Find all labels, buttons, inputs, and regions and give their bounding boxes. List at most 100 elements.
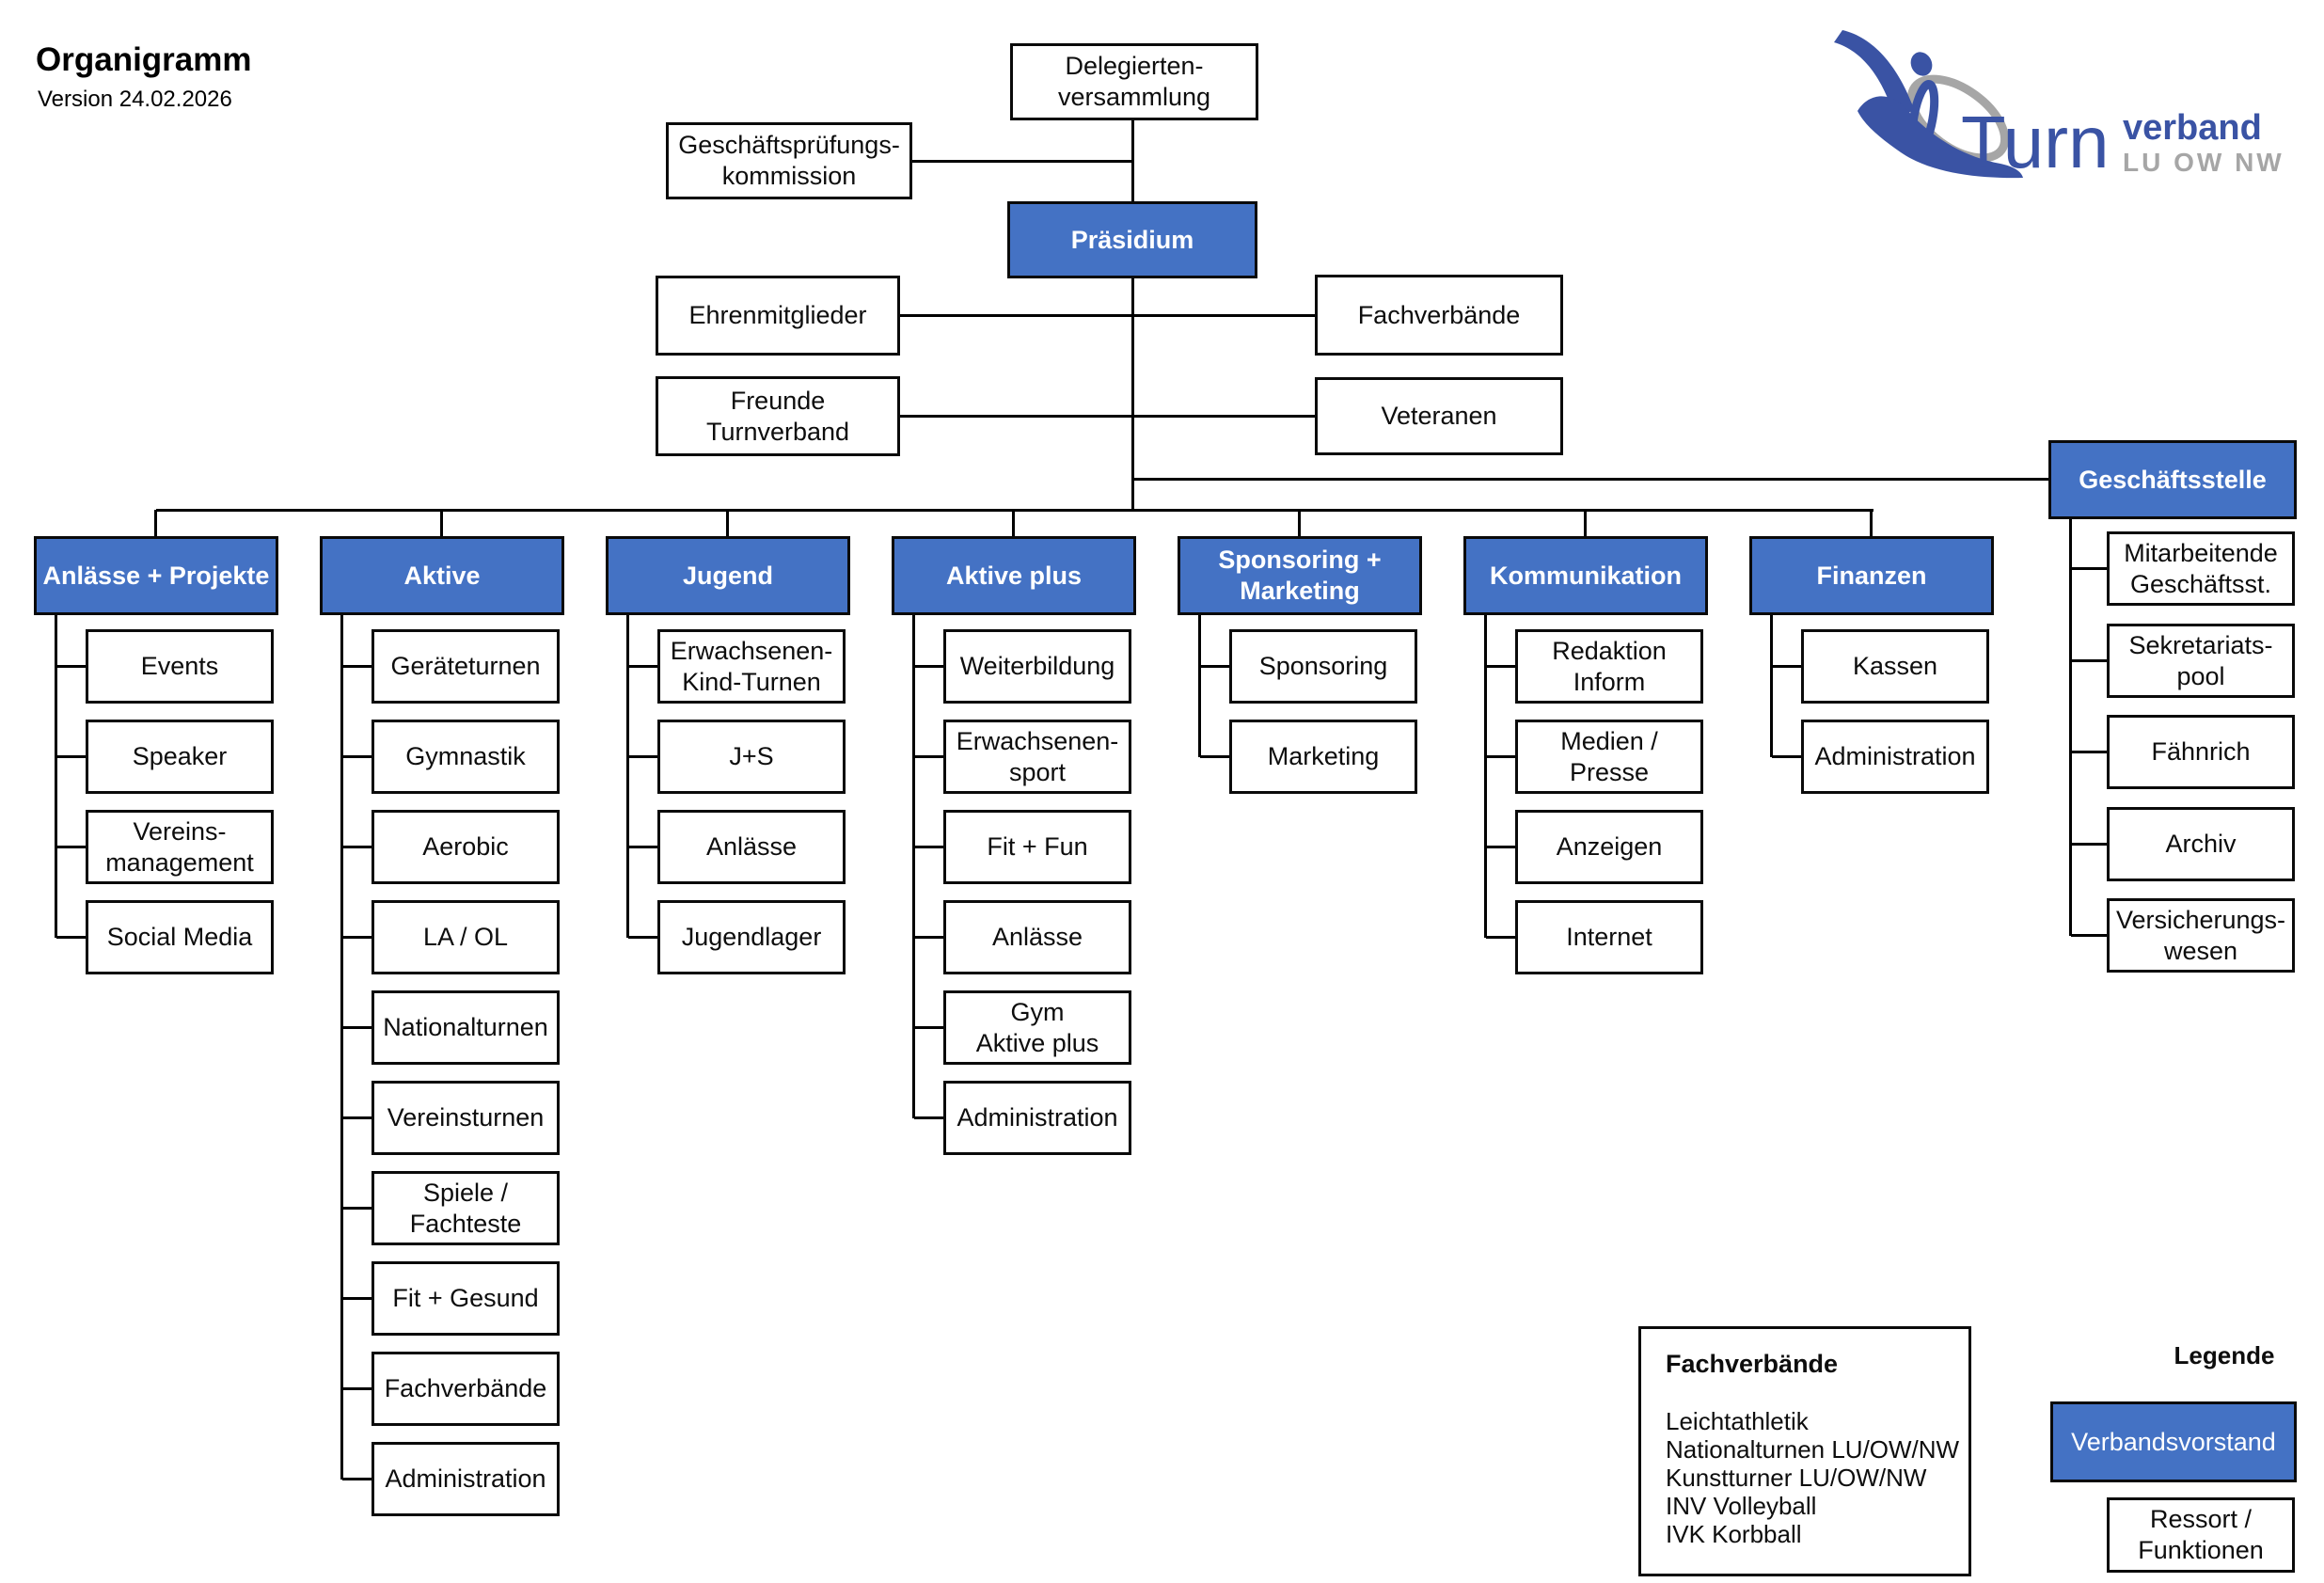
node-sekretariatspool: Sekretariats- pool	[2107, 624, 2295, 698]
connector-line	[342, 846, 372, 848]
node-medien-presse: Medien / Presse	[1515, 720, 1703, 794]
column-header-kommunikation: Kommunikation	[1463, 536, 1708, 615]
column-header-aktive: Aktive	[320, 536, 564, 615]
node-anlaesse-aktive-plus: Anlässe	[943, 900, 1131, 974]
node-freunde-turnverband: Freunde Turnverband	[656, 376, 900, 456]
page-title: Organigramm	[36, 41, 252, 78]
node-fit-gesund: Fit + Gesund	[372, 1261, 560, 1336]
connector-line	[1198, 615, 1201, 757]
node-jugendlager: Jugendlager	[657, 900, 846, 974]
connector-line	[342, 665, 372, 668]
node-archiv: Archiv	[2107, 807, 2295, 881]
column-header-anlaesse-projekte: Anlässe + Projekte	[34, 536, 278, 615]
fachverbaende-info-box: Fachverbände Leichtathletik Nationalturn…	[1638, 1326, 1971, 1576]
connector-line	[628, 846, 657, 848]
node-delegiertenversammlung: Delegierten- versammlung	[1010, 43, 1258, 120]
connector-line	[342, 1478, 372, 1480]
node-speaker: Speaker	[86, 720, 274, 794]
node-gym-aktive-plus: Gym Aktive plus	[943, 990, 1131, 1065]
logo-region: LU OW NW	[2123, 148, 2284, 177]
connector-line	[55, 615, 57, 938]
connector-line	[1486, 665, 1515, 668]
connector-line	[56, 755, 86, 758]
column-header-aktive-plus: Aktive plus	[892, 536, 1136, 615]
node-nationalturnen: Nationalturnen	[372, 990, 560, 1065]
connector-line	[1772, 755, 1801, 758]
connector-line	[440, 510, 443, 536]
connector-line	[1486, 936, 1515, 939]
logo-word-verband: verband	[2123, 108, 2262, 148]
node-gymnastik: Gymnastik	[372, 720, 560, 794]
node-administration-finanzen: Administration	[1801, 720, 1989, 794]
column-header-jugend: Jugend	[606, 536, 850, 615]
fachverbaende-info-title: Fachverbände	[1666, 1350, 1839, 1378]
connector-line	[626, 615, 629, 938]
node-j-s: J+S	[657, 720, 846, 794]
connector-line	[342, 1297, 372, 1300]
node-aerobic: Aerobic	[372, 810, 560, 884]
connector-line	[342, 1026, 372, 1029]
node-events: Events	[86, 629, 274, 704]
connector-line	[912, 160, 1132, 163]
node-vereinsturnen: Vereinsturnen	[372, 1081, 560, 1155]
connector-line	[2071, 751, 2107, 753]
connector-line	[1772, 665, 1801, 668]
connector-line	[914, 936, 943, 939]
node-la-ol: LA / OL	[372, 900, 560, 974]
node-fit-fun: Fit + Fun	[943, 810, 1131, 884]
node-administration-aktive-plus: Administration	[943, 1081, 1131, 1155]
connector-line	[914, 1026, 943, 1029]
connector-line	[1200, 755, 1229, 758]
connector-line	[2071, 843, 2107, 846]
connector-line	[342, 755, 372, 758]
node-kassen: Kassen	[1801, 629, 1989, 704]
legend-title: Legende	[2174, 1341, 2275, 1369]
version-label: Version 24.02.2026	[38, 87, 232, 112]
connector-line	[56, 846, 86, 848]
connector-line	[628, 755, 657, 758]
gymnast-swoosh-icon	[1834, 30, 2023, 179]
node-geschaeftspruefungskommission: Geschäftsprüfungs- kommission	[666, 122, 912, 199]
node-fachverbaende-ressort: Fachverbände	[372, 1352, 560, 1426]
list-item-nationalturnen: Nationalturnen LU/OW/NW	[1666, 1435, 1960, 1464]
node-versicherungswesen: Versicherungs- wesen	[2107, 898, 2295, 973]
connector-line	[56, 665, 86, 668]
connector-line	[900, 314, 1315, 317]
node-geschaeftsstelle: Geschäftsstelle	[2048, 440, 2297, 519]
node-faehnrich: Fähnrich	[2107, 715, 2295, 789]
node-sponsoring: Sponsoring	[1229, 629, 1417, 704]
legend-verbandsvorstand: Verbandsvorstand	[2050, 1401, 2297, 1482]
column-header-finanzen: Finanzen	[1749, 536, 1994, 615]
connector-line	[1131, 120, 1134, 201]
connector-line	[1484, 615, 1487, 938]
node-ehrenmitglieder: Ehrenmitglieder	[656, 276, 900, 356]
list-item-ivk-korbball: IVK Korbball	[1666, 1520, 1802, 1548]
connector-line	[912, 615, 915, 1118]
node-erwachsenen-kind-turnen: Erwachsenen- Kind-Turnen	[657, 629, 846, 704]
connector-line	[2071, 934, 2107, 937]
connector-line	[1870, 510, 1873, 536]
connector-line	[342, 1116, 372, 1119]
connector-line	[1132, 478, 2048, 481]
node-social-media: Social Media	[86, 900, 274, 974]
connector-line	[628, 665, 657, 668]
connector-line	[1012, 510, 1015, 536]
connector-line	[628, 936, 657, 939]
connector-line	[342, 1387, 372, 1390]
node-anzeigen: Anzeigen	[1515, 810, 1703, 884]
connector-line	[1131, 278, 1134, 511]
node-weiterbildung: Weiterbildung	[943, 629, 1131, 704]
connector-line	[2069, 519, 2072, 936]
connector-line	[914, 846, 943, 848]
node-anlaesse-jugend: Anlässe	[657, 810, 846, 884]
connector-line	[914, 665, 943, 668]
connector-line	[1584, 510, 1587, 536]
connector-line	[1486, 846, 1515, 848]
connector-line	[154, 510, 157, 536]
node-geraeteturnen: Geräteturnen	[372, 629, 560, 704]
node-redaktion-inform: Redaktion Inform	[1515, 629, 1703, 704]
node-vereinsmanagement: Vereins- management	[86, 810, 274, 884]
node-administration-aktive: Administration	[372, 1442, 560, 1516]
connector-line	[2071, 659, 2107, 662]
